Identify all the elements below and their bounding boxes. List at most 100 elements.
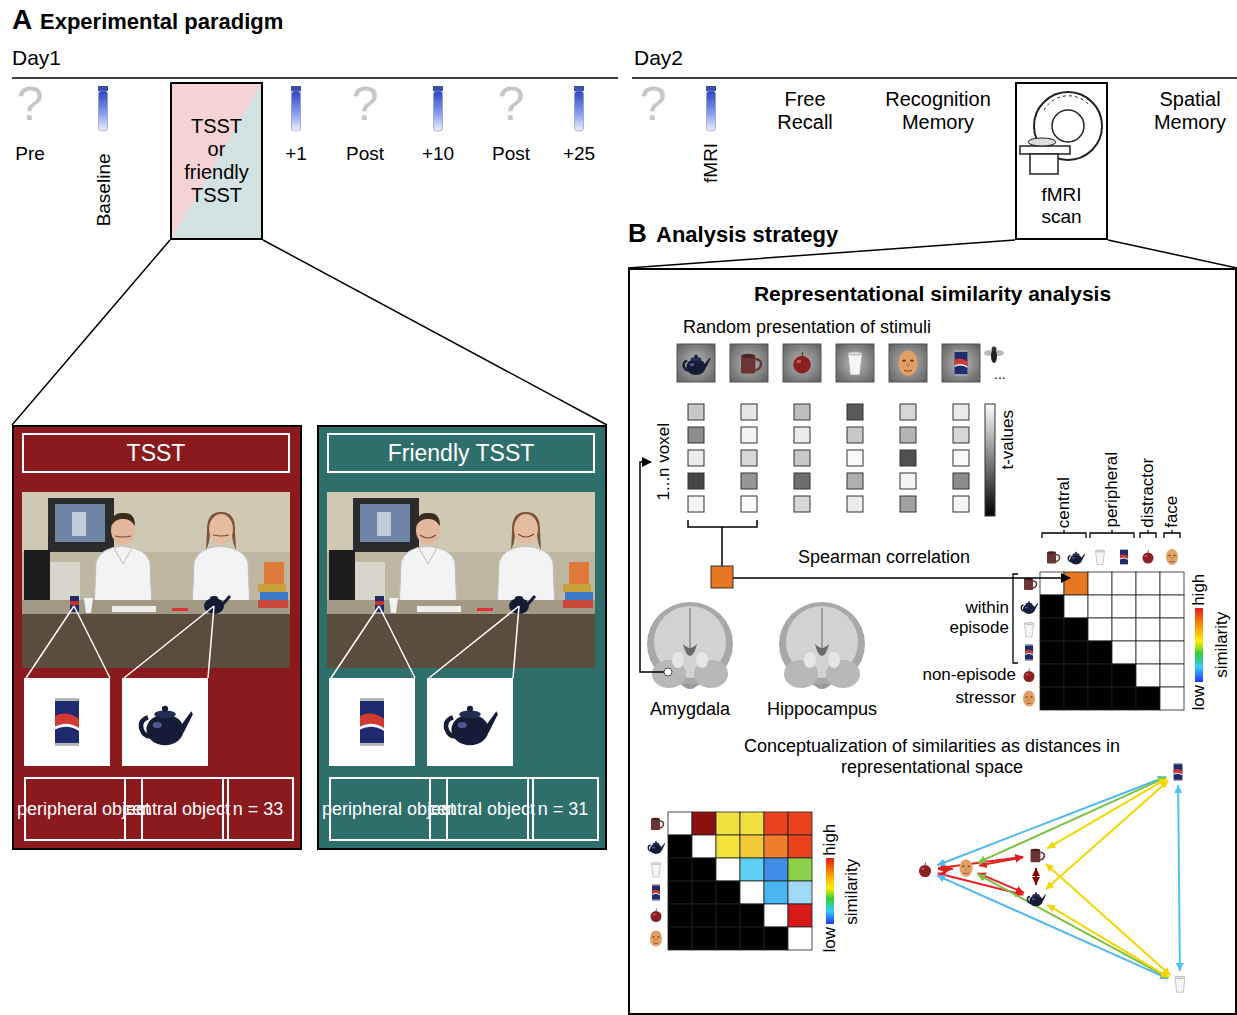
matrix-cell [692, 904, 716, 927]
voxel-cell [688, 404, 704, 420]
node-text: n = 33 [233, 799, 284, 820]
stimulus-sequence [684, 355, 711, 375]
mri-scanner-icon [1028, 138, 1056, 146]
friendly-tsst-panel-artwork [420, 535, 436, 538]
stimulus-icon [959, 859, 972, 877]
matrix-cell [1160, 641, 1184, 664]
voxel-cell [847, 404, 863, 420]
voxel-cell [900, 404, 916, 420]
matrix-cell [740, 881, 764, 904]
friendly-tsst-panel-artwork [329, 678, 415, 766]
matrix-cell [1112, 641, 1136, 664]
matrix-cell [1136, 664, 1160, 687]
stimulus-sequence [955, 350, 968, 376]
stimulus-icon [1143, 550, 1154, 564]
panel-title-frame: TSST [22, 433, 290, 473]
stimulus-icon [651, 909, 662, 923]
scan-box: fMRI scan [1015, 82, 1108, 240]
mri-scanner-icon [1052, 110, 1084, 142]
annotation-label: +25 [563, 143, 595, 165]
stimulus-icon [1023, 691, 1035, 707]
distance-arrow [1178, 785, 1180, 971]
friendly-tsst-panel-artwork [317, 425, 607, 850]
tsst-panel-artwork [115, 536, 131, 537]
matrix-cell [692, 835, 716, 858]
stimulus-icon [1068, 552, 1085, 565]
timeline [574, 86, 584, 131]
node-text: n = 31 [538, 799, 589, 820]
tsst-panel-artwork [26, 606, 214, 678]
stimulus-sequence [984, 347, 1004, 364]
analysis-arrows [1195, 608, 1203, 682]
node-text: Friendly TSST [388, 440, 535, 466]
t-value-colorbar [985, 404, 995, 516]
analysis-arrows [1013, 574, 1018, 663]
analysis-panel: Representational similarity analysis [628, 268, 1237, 1015]
matrix-cell [1136, 595, 1160, 618]
stimulus-icon [1027, 892, 1045, 906]
stimulus-icon [1024, 578, 1037, 590]
matrix-cell [764, 881, 788, 904]
timeline [433, 86, 443, 131]
annotation-label: Conceptualization of similarities as dis… [712, 736, 1152, 777]
tsst-panel-artwork [141, 706, 193, 746]
annotation-label: Experimental paradigm [40, 9, 283, 34]
voxel-cell [794, 427, 810, 443]
rotated-label: high [1189, 574, 1209, 606]
matrix-cell [1040, 641, 1064, 664]
matrix-cell [740, 927, 764, 950]
matrix-cell [1040, 618, 1064, 641]
annotation-label: A [12, 4, 32, 36]
annotation-label: Hippocampus [767, 699, 877, 720]
voxel-cell [794, 473, 810, 489]
matrix-cell [716, 858, 740, 881]
analysis-arrows [733, 577, 1070, 579]
matrix-cell [1088, 664, 1112, 687]
matrix-cell [740, 858, 764, 881]
matrix-cell [692, 858, 716, 881]
rotated-label: central [1054, 477, 1074, 528]
matrix-cell [692, 881, 716, 904]
voxel-cell [688, 496, 704, 512]
matrix-cell [716, 812, 740, 835]
zoom-connector [12, 240, 170, 425]
matrix-cell [740, 904, 764, 927]
analysis-arrows [711, 566, 733, 588]
sample-size-box: n = 33 [222, 777, 294, 841]
rotated-label: similarity [1212, 612, 1232, 678]
annotation-label: +10 [422, 143, 454, 165]
matrix-cell [1112, 595, 1136, 618]
matrix-cell [1064, 595, 1088, 618]
rotated-label: t-values [998, 410, 1018, 470]
t-value-colorbar [985, 404, 995, 516]
annotation-label: ... [994, 366, 1006, 382]
stimulus-icon [652, 885, 660, 901]
voxel-cell [953, 496, 969, 512]
annotation-label: ? [498, 76, 525, 131]
matrix-cell [788, 835, 812, 858]
rotated-label: distractor [1138, 458, 1158, 528]
annotation-label: non-episode [922, 665, 1016, 685]
matrix-cell [740, 835, 764, 858]
rotated-label: face [1162, 496, 1182, 528]
voxel-cell [741, 496, 757, 512]
timeline [632, 77, 1237, 79]
matrix-cell [740, 812, 764, 835]
tsst-panel-artwork [12, 425, 302, 850]
stimulus-icon [652, 863, 661, 878]
distance-arrow [937, 777, 1166, 866]
rotated-label: 1...n voxel [654, 423, 674, 501]
zoom-connector [263, 240, 607, 425]
similarity-matrices [648, 404, 1185, 992]
tsst-panel-artwork [55, 698, 79, 746]
stimulus-sequence [848, 352, 862, 375]
matrix-cell [1064, 664, 1088, 687]
matrix-cell [788, 858, 812, 881]
rotated-label: Baseline [92, 154, 114, 227]
stimulus-icon [651, 818, 664, 830]
stimulus-icon [919, 862, 931, 877]
matrix-cell [692, 812, 716, 835]
annotation-label: Free Recall [765, 88, 845, 134]
brain-slices [647, 602, 733, 689]
